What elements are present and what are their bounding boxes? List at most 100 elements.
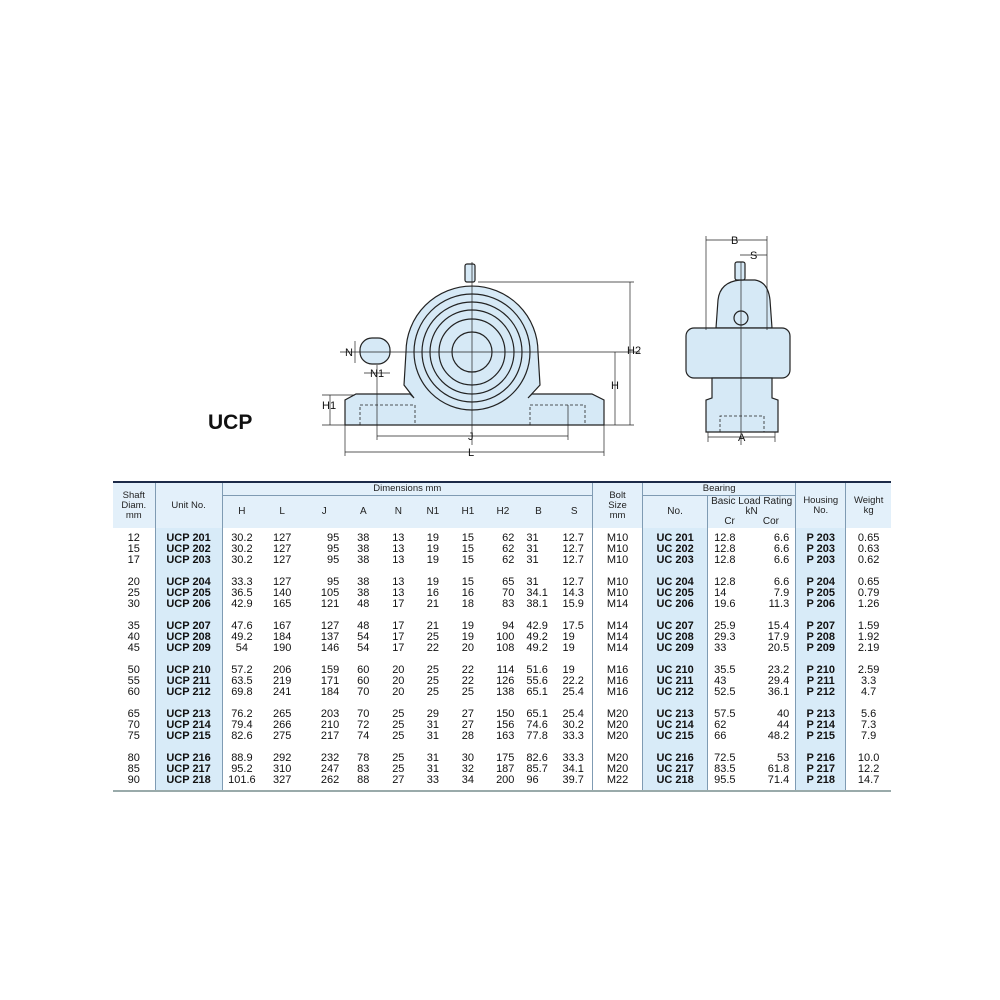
cell-housing-no: P 218 <box>795 775 846 786</box>
cell-housing-no: P 212 <box>795 687 846 698</box>
cell-cr: 35.5 <box>707 665 752 676</box>
cell-bolt-size: M14 <box>591 643 643 654</box>
cell-j: 247 <box>320 763 340 775</box>
cell-l: 265 <box>273 708 292 720</box>
cell-h2: 62 <box>502 554 515 566</box>
cell-b: 85.7 <box>526 763 548 775</box>
cell-l: 184 <box>273 631 292 643</box>
cell-cr: 66 <box>707 731 752 742</box>
cell-n1: 19 <box>426 532 439 544</box>
cell-cor: 6.6 <box>773 543 790 555</box>
cell-n: 13 <box>392 554 405 566</box>
cell-a: 74 <box>357 730 370 742</box>
cell-cor: 17.9 <box>767 631 790 643</box>
cell-unit-no: UCP 215 <box>154 731 223 742</box>
cell-bearing-no: UC 213 <box>642 709 708 720</box>
cell-cr: 72.5 <box>707 753 752 764</box>
label-j: J <box>468 431 474 443</box>
cell-n: 25 <box>392 708 405 720</box>
cell-bolt-size: M16 <box>591 665 643 676</box>
cell-shaft-diam: 75 <box>127 730 140 742</box>
cell-h1: 22 <box>461 675 474 687</box>
cell-bolt-size: M10 <box>591 577 643 588</box>
cell-h1: 25 <box>461 686 474 698</box>
cell-cor: 7.9 <box>773 587 790 599</box>
cell-s: 22.2 <box>562 675 584 687</box>
cell-h1: 19 <box>461 631 474 643</box>
cell-bolt-size: M16 <box>591 687 643 698</box>
cell-bearing-no: UC 204 <box>642 577 708 588</box>
cell-bolt-size: M14 <box>591 632 643 643</box>
label-h1: H1 <box>322 400 336 412</box>
cell-cr: 29.3 <box>707 632 752 643</box>
cell-b: 77.8 <box>526 730 548 742</box>
cell-j: 127 <box>320 620 340 632</box>
cell-unit-no: UCP 217 <box>154 764 223 775</box>
cell-bearing-no: UC 210 <box>642 665 708 676</box>
cell-cor: 61.8 <box>767 763 790 775</box>
cell-weight: 1.59 <box>845 621 891 632</box>
cell-bolt-size: M16 <box>591 676 643 687</box>
cell-l: 190 <box>273 642 292 654</box>
cell-j: 262 <box>320 774 340 786</box>
cell-bearing-no: UC 206 <box>642 599 708 610</box>
cell-unit-no: UCP 207 <box>154 621 223 632</box>
cell-n: 13 <box>392 576 405 588</box>
cell-shaft-diam: 17 <box>127 554 140 566</box>
cell-cr: 57.5 <box>707 709 752 720</box>
cell-h1: 18 <box>461 598 474 610</box>
cell-n: 17 <box>392 631 405 643</box>
cell-b: 82.6 <box>526 752 548 764</box>
cell-cor: 36.1 <box>767 686 790 698</box>
cell-shaft-diam: 85 <box>127 763 140 775</box>
cell-h: 36.5 <box>221 588 262 599</box>
cell-weight: 0.63 <box>845 544 891 555</box>
cell-b: 51.6 <box>526 664 548 676</box>
cell-s: 30.2 <box>562 719 584 731</box>
cell-housing-no: P 203 <box>795 544 846 555</box>
cell-h: 30.2 <box>221 544 262 555</box>
cell-shaft-diam: 20 <box>127 576 140 588</box>
cell-bolt-size: M22 <box>591 775 643 786</box>
cell-weight: 14.7 <box>845 775 891 786</box>
cell-h2: 156 <box>496 719 515 731</box>
cell-unit-no: UCP 204 <box>154 577 223 588</box>
cell-b: 31 <box>526 543 539 555</box>
group-spacer <box>113 610 891 621</box>
cell-housing-no: P 211 <box>795 676 846 687</box>
cell-l: 241 <box>273 686 292 698</box>
cell-b: 65.1 <box>526 708 548 720</box>
header-h1: H1 <box>450 495 486 528</box>
cell-h: 42.9 <box>221 599 262 610</box>
cell-h1: 28 <box>461 730 474 742</box>
header-a: A <box>345 495 382 528</box>
cell-housing-no: P 217 <box>795 764 846 775</box>
cell-cr: 12.8 <box>707 544 752 555</box>
cell-cr: 19.6 <box>707 599 752 610</box>
cell-h: 88.9 <box>221 753 262 764</box>
cell-cr: 12.8 <box>707 533 752 544</box>
cell-weight: 10.0 <box>845 753 891 764</box>
cell-a: 83 <box>357 763 370 775</box>
cell-h2: 70 <box>502 587 515 599</box>
cell-b: 65.1 <box>526 686 548 698</box>
cell-cor: 15.4 <box>767 620 790 632</box>
cell-n: 20 <box>392 664 405 676</box>
cell-a: 38 <box>357 587 370 599</box>
cell-s: 12.7 <box>562 543 584 555</box>
cell-cr: 33 <box>707 643 752 654</box>
header-l: L <box>261 495 304 528</box>
cell-n1: 31 <box>426 730 439 742</box>
cell-cr: 62 <box>707 720 752 731</box>
cell-housing-no: P 206 <box>795 599 846 610</box>
pillow-block-drawing: H2 H H1 N N1 J L B S A <box>322 235 791 459</box>
label-a: A <box>738 432 746 444</box>
